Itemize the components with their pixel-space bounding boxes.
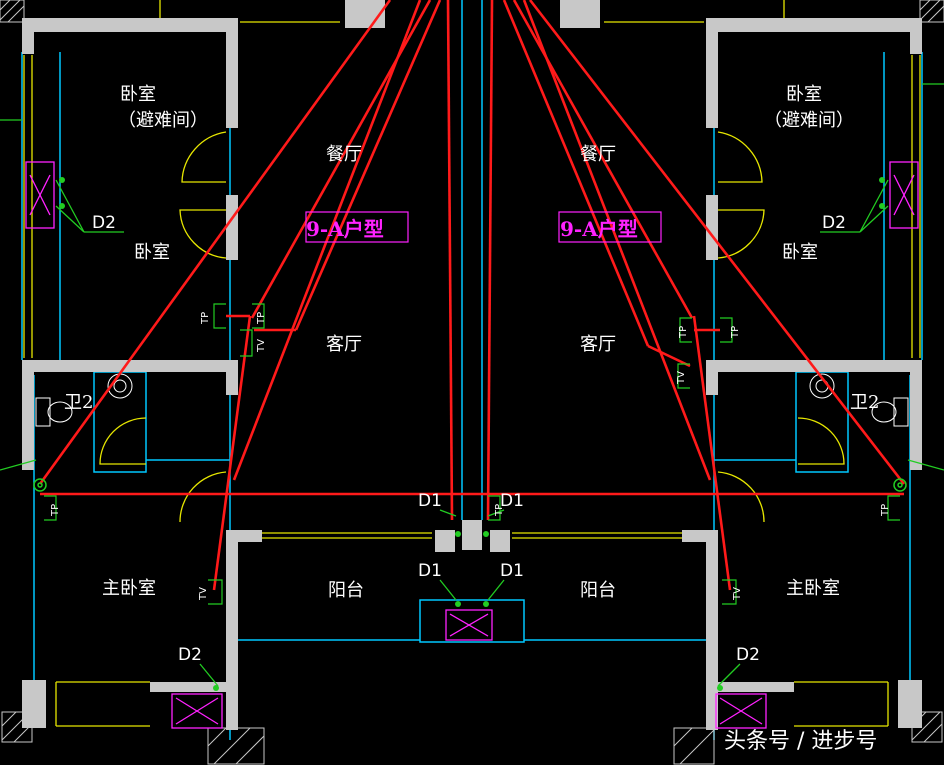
room-label-living: 客厅 — [326, 334, 362, 355]
outlet-label-tv: TV — [256, 339, 267, 353]
unit-type-label-right: 9-A户型 — [560, 217, 638, 241]
windows — [23, 0, 921, 727]
outlet-label-tv: TV — [732, 587, 743, 601]
outlet-label-tp: TP — [880, 504, 891, 517]
cable-nodes — [59, 177, 885, 691]
room-labels: 卧室 （避难间） 餐厅 卧室 客厅 卫2 主卧室 阳台 卧室 （避难间） 餐厅 … — [64, 84, 879, 601]
room-label-bedroom-refuge: 卧室 — [786, 84, 822, 105]
walls — [22, 0, 922, 730]
room-label-master-bedroom: 主卧室 — [102, 578, 156, 599]
watermark: 头条号 / 进步号 — [724, 729, 877, 754]
room-label-bedroom: 卧室 — [782, 242, 818, 263]
outlet-label-tp: TP — [50, 504, 61, 517]
code-label-d2: D2 — [92, 213, 116, 233]
code-label-d1: D1 — [500, 491, 524, 511]
junction-boxes — [25, 161, 919, 729]
room-label-balcony: 阳台 — [328, 580, 364, 601]
label-leaders — [0, 83, 944, 687]
unit-type-tags: 9-A户型 9-A户型 — [305, 211, 662, 243]
distribution-points — [33, 478, 907, 492]
outlet-label-tv: TV — [198, 587, 209, 601]
room-label-bath: 卫2 — [64, 392, 93, 413]
outlet-label-tp: TP — [200, 312, 211, 325]
outlet-brackets — [44, 303, 900, 605]
room-label-living: 客厅 — [580, 334, 616, 355]
cable-codes: D2 D2 D1 D1 D1 D1 D2 D2 — [92, 213, 846, 665]
outlet-label-tp: TP — [494, 504, 505, 517]
cable-routes — [38, 0, 906, 591]
outlet-label-tv: TV — [676, 371, 687, 385]
outlet-label-tp: TP — [256, 312, 267, 325]
outlet-labels: TP TP TV TP TV TP TP TP TV TP TV — [50, 312, 891, 601]
room-label-refuge-note: （避难间） — [118, 110, 208, 131]
code-label-d1: D1 — [418, 491, 442, 511]
room-label-dining: 餐厅 — [580, 144, 616, 165]
room-label-bedroom-refuge: 卧室 — [120, 84, 156, 105]
code-label-d1: D1 — [500, 561, 524, 581]
room-label-balcony: 阳台 — [580, 580, 616, 601]
unit-type-label-left: 9-A户型 — [306, 217, 384, 241]
room-label-master-bedroom: 主卧室 — [786, 578, 840, 599]
code-label-d2: D2 — [822, 213, 846, 233]
outlet-label-tp: TP — [730, 326, 741, 339]
outlet-label-tp: TP — [678, 326, 689, 339]
room-label-dining: 餐厅 — [326, 144, 362, 165]
code-label-d1: D1 — [418, 561, 442, 581]
code-label-d2: D2 — [736, 645, 760, 665]
room-label-bedroom: 卧室 — [134, 242, 170, 263]
room-label-refuge-note: （避难间） — [764, 110, 854, 131]
room-label-bath: 卫2 — [850, 392, 879, 413]
code-label-d2: D2 — [178, 645, 202, 665]
